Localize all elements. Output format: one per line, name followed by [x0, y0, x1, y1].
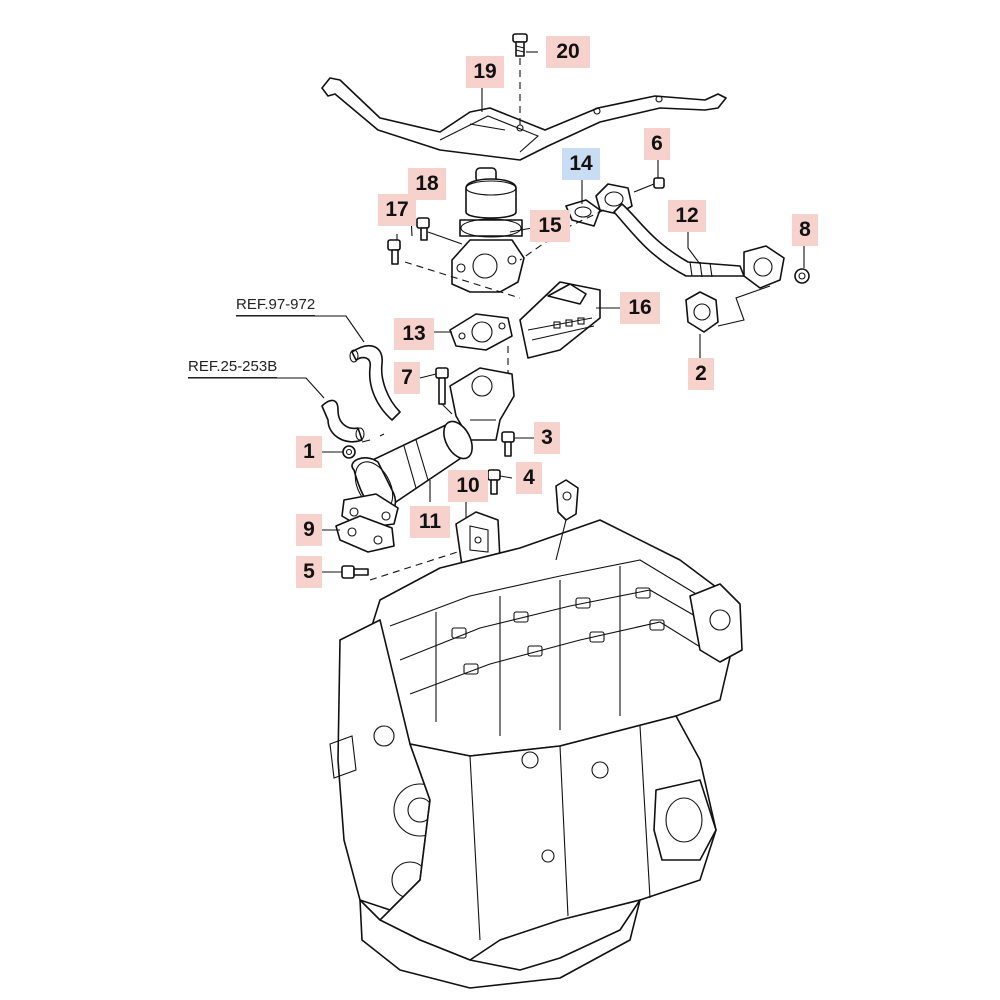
engine-block	[329, 479, 743, 989]
callout-19[interactable]: 19	[466, 56, 504, 88]
ref-label-97-972[interactable]: REF.97-972	[236, 296, 316, 316]
part-20-bolt	[512, 33, 528, 126]
hose-ref-25-253b	[321, 399, 365, 443]
part-6-bolt	[633, 177, 665, 193]
part-17-bolt	[387, 239, 401, 265]
callout-4[interactable]: 4	[516, 462, 542, 494]
part-4-bolt	[487, 469, 501, 495]
part-13-gasket	[449, 313, 513, 351]
part-3-bolt	[501, 431, 515, 457]
callout-10[interactable]: 10	[448, 470, 488, 502]
part-16-bracket	[519, 281, 601, 359]
callout-11[interactable]: 11	[410, 506, 450, 538]
callout-3[interactable]: 3	[534, 422, 560, 454]
part-18-bolt	[416, 217, 463, 245]
callout-12[interactable]: 12	[668, 200, 706, 232]
ref-label-25-253b[interactable]: REF.25-253B	[188, 358, 278, 378]
part-8-nut	[794, 268, 810, 284]
part-5-bolt	[341, 565, 369, 579]
callout-1[interactable]: 1	[296, 436, 322, 468]
leader-lines	[188, 51, 805, 573]
callout-9[interactable]: 9	[296, 514, 322, 546]
callout-7[interactable]: 7	[394, 362, 420, 394]
part-15-egr-valve	[451, 167, 525, 293]
callout-13[interactable]: 13	[394, 318, 434, 350]
part-2-gasket	[685, 285, 771, 333]
part-19-bracket	[321, 77, 727, 161]
callout-15[interactable]: 15	[530, 210, 570, 242]
callout-17[interactable]: 17	[378, 194, 416, 226]
part-1-nut	[342, 445, 356, 459]
callout-20[interactable]: 20	[546, 36, 590, 68]
part-9-gasket	[335, 515, 395, 553]
hose-ref-97-972	[349, 344, 401, 421]
callout-8[interactable]: 8	[792, 214, 818, 246]
part-12-pipe	[519, 183, 785, 289]
callout-16[interactable]: 16	[620, 292, 660, 324]
part-14-gasket	[565, 199, 601, 227]
callout-14[interactable]: 14	[562, 148, 600, 180]
part-7-bolt	[435, 367, 453, 415]
callout-2[interactable]: 2	[688, 358, 714, 390]
callout-5[interactable]: 5	[296, 556, 322, 588]
callout-6[interactable]: 6	[644, 128, 670, 160]
